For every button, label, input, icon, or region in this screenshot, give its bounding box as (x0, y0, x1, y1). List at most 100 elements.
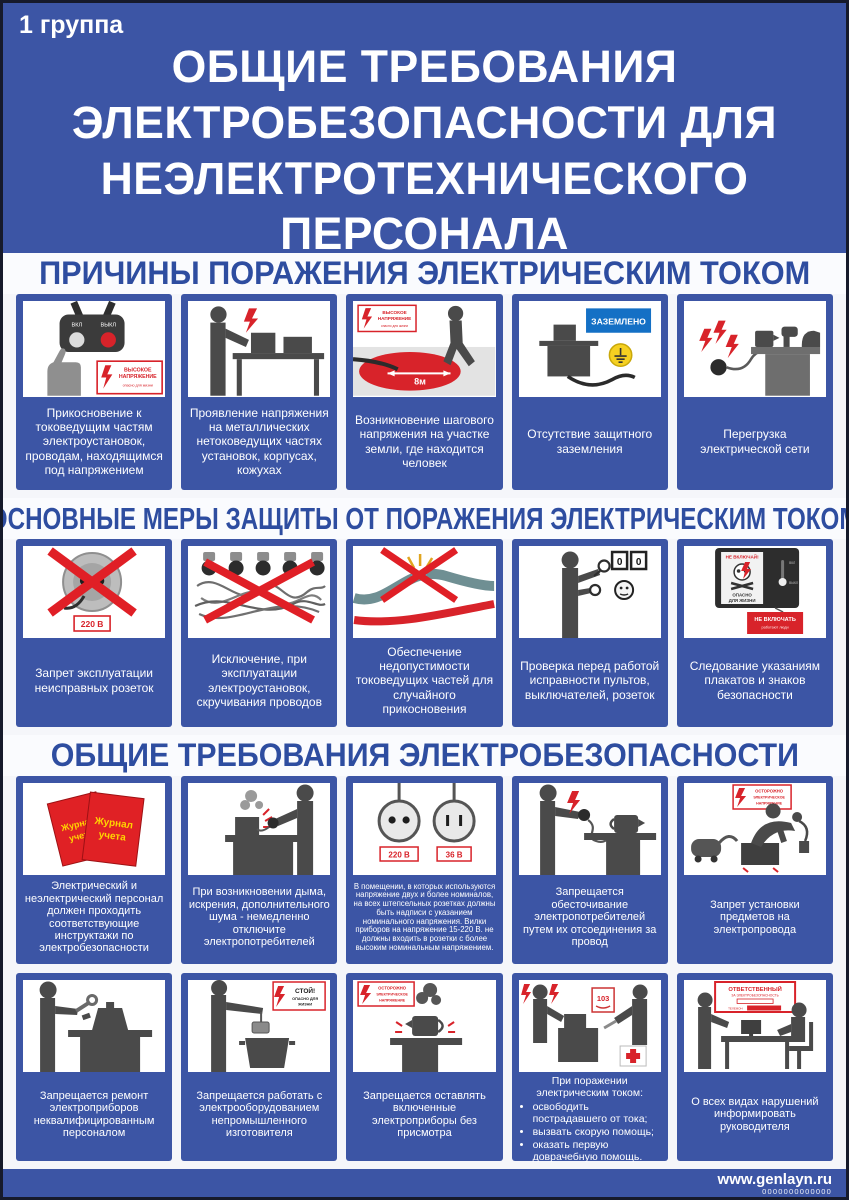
pulling-cord-icon (539, 784, 656, 875)
card-no-twisted-wires: Исключение, при эксплуатации электроуста… (181, 539, 338, 727)
section-title-causes: ПРИЧИНЫ ПОРАЖЕНИЯ ЭЛЕКТРИЧЕСКИМ ТОКОМ (3, 253, 846, 294)
website-text: www.genlayn.ru (717, 1170, 832, 1188)
card-pictogram (518, 783, 661, 875)
first-aid-step: оказать первую доврачебную помощь. (533, 1139, 661, 1163)
svg-text:ВЫСОКОЕ: ВЫСОКОЕ (124, 367, 152, 373)
card-caption: Запрет установки предметов на электропро… (710, 898, 800, 936)
card-pictogram (188, 783, 331, 875)
card-caption: Возникновение шагового напряжения на уча… (355, 413, 494, 470)
card-no-pulling-cord: Запрещается обесточивание электропотреби… (511, 776, 668, 964)
tangled-wires-icon (194, 552, 327, 624)
responsible-person-sign: ОТВЕТСТВЕННЫЙ ЗА ЭЛЕКТРОБЕЗОПАСНОСТЬ ТЕЛ… (713, 981, 796, 1013)
section-title-general: ОБЩИЕ ТРЕБОВАНИЯ ЭЛЕКТРОБЕЗОПАСНОСТИ (3, 735, 846, 776)
first-aid-step: освободить пострадавшего от тока; (533, 1101, 661, 1125)
svg-text:ВЫСОКОЕ: ВЫСОКОЕ (383, 310, 407, 315)
card-caption: Проявление напряжения на металлических н… (189, 406, 329, 477)
card-caption: В помещении, в которых используются напр… (353, 881, 496, 952)
high-voltage-sign: ВЫСОКОЕ НАПРЯЖЕНИЕ опасно для жизни (96, 360, 163, 395)
title-line: ПЕРСОНАЛА (280, 208, 569, 260)
voltage-label: 220 В (81, 619, 104, 629)
do-not-switch-tag (746, 612, 803, 634)
svg-text:0: 0 (635, 557, 641, 568)
title-line: НЕЭЛЕКТРОТЕХНИЧЕСКОГО (100, 152, 749, 204)
svg-text:НАПРЯЖЕНИЕ: НАПРЯЖЕНИЕ (119, 374, 157, 380)
switch-box-hand-icon: ВКЛ ВЫКЛ ВЫСОКОЕ НАПРЯЖЕНИЕ опасно для ж… (47, 301, 163, 396)
card-pictogram: ОТВЕТСТВЕННЫЙ ЗА ЭЛЕКТРОБЕЗОПАСНОСТЬ ТЕЛ… (683, 980, 826, 1072)
off-label: ВЫКЛ (101, 323, 117, 329)
card-no-homemade-equipment: СТОЙ! ОПАСНО ДЛЯ ЖИЗНИ Запрещается работ… (181, 973, 338, 1161)
card-caption: Электрический и неэлектрический персонал… (24, 880, 164, 955)
card-caption: Запрет эксплуатации неисправных розеток (34, 666, 154, 695)
card-voltage-on-casings: Проявление напряжения на металлических н… (181, 294, 338, 490)
card-pictogram: ЗАЗЕМЛЕНО (518, 301, 661, 397)
card-pictogram: 0 0 (518, 546, 661, 638)
card-pictogram (353, 546, 496, 638)
card-caption: Отсутствие защитного заземления (527, 427, 653, 456)
card-caption: Проверка перед работой исправности пульт… (520, 659, 660, 702)
section-protection-grid: 220 В Запрет эксплуатации неисправных ро… (3, 539, 846, 727)
distance-label: 8м (415, 377, 427, 387)
card-pictogram: Журнал учета Журнал учета (23, 783, 166, 875)
card-caption: Запрещается работать с электрооборудован… (196, 1089, 323, 1139)
first-aid-heading: При поражении электрическим током: (536, 1075, 644, 1100)
card-caption: Перегрузка электрической сети (700, 427, 810, 456)
card-pictogram (23, 980, 166, 1072)
emergency-number: 103 (596, 994, 609, 1003)
person-at-machines-icon (210, 306, 325, 396)
svg-text:ОПАСНО ДЛЯ: ОПАСНО ДЛЯ (292, 997, 318, 1001)
caution-voltage-sign: ОСТОРОЖНО ЭЛЕКТРИЧЕСКОЕ НАПРЯЖЕНИЕ (357, 981, 416, 1007)
card-network-overload: Перегрузка электрической сети (676, 294, 833, 490)
two-sockets-icon: 220 В 36 В (377, 783, 476, 862)
card-pictogram: ОСТОРОЖНО ЭЛЕКТРИЧЕСКОЕ НАПРЯЖЕНИЕ (353, 980, 496, 1072)
svg-text:ОСТОРОЖНО: ОСТОРОЖНО (755, 789, 784, 794)
voltage-36-label: 36 В (446, 851, 463, 860)
unattended-kettle-icon: ОСТОРОЖНО ЭЛЕКТРИЧЕСКОЕ НАПРЯЖЕНИЕ (357, 981, 463, 1072)
card-follow-signs: НЕ ВКЛЮЧАЙ! ОПАСНО ДЛЯ ЖИЗНИ ВКЛ ВЫКЛ НЕ… (676, 539, 833, 727)
svg-text:ЭЛЕКТРИЧЕСКОЕ: ЭЛЕКТРИЧЕСКОЕ (377, 993, 409, 997)
card-pictogram: 103 (518, 980, 661, 1072)
card-step-voltage: 8м ВЫСОКОЕ НАПРЯЖЕНИЕ опасно для жизни В… (346, 294, 503, 490)
grounded-label: ЗАЗЕМЛЕНО (591, 317, 646, 327)
first-aid-steps: освободить пострадавшего от тока; вызват… (521, 1101, 661, 1163)
svg-text:ОТВЕТСТВЕННЫЙ: ОТВЕТСТВЕННЫЙ (728, 985, 782, 993)
first-aid-step: вызвать скорую помощь; (533, 1126, 661, 1138)
grounding-icon: ЗАЗЕМЛЕНО (538, 308, 651, 387)
homemade-heater-icon: СТОЙ! ОПАСНО ДЛЯ ЖИЗНИ (211, 980, 327, 1072)
high-voltage-sign: ВЫСОКОЕ НАПРЯЖЕНИЕ опасно для жизни (357, 304, 418, 333)
card-pictogram (683, 301, 826, 397)
svg-text:опасно для жизни: опасно для жизни (123, 384, 153, 388)
card-no-accidental-touch: Обеспечение недопустимости токоведущих ч… (346, 539, 503, 727)
section-title-protection: ОСНОВНЫЕ МЕРЫ ЗАЩИТЫ ОТ ПОРАЖЕНИЯ ЭЛЕКТР… (3, 498, 846, 539)
card-socket-voltage-marking: 220 В 36 В В помещении, в которых исполь… (346, 776, 503, 964)
card-pictogram: НЕ ВКЛЮЧАЙ! ОПАСНО ДЛЯ ЖИЗНИ ВКЛ ВЫКЛ НЕ… (683, 546, 826, 638)
objects-on-wires-icon: ОСТОРОЖНО ЭЛЕКТРИЧЕСКОЕ НАПРЯЖЕНИЕ (690, 784, 809, 873)
card-pictogram (188, 546, 331, 638)
title-line: ЭЛЕКТРОБЕЗОПАСНОСТИ ДЛЯ (71, 96, 778, 148)
svg-text:НАПРЯЖЕНИЕ: НАПРЯЖЕНИЕ (378, 316, 411, 321)
svg-text:НАПРЯЖЕНИЕ: НАПРЯЖЕНИЕ (380, 999, 406, 1003)
card-faulty-sockets: 220 В Запрет эксплуатации неисправных ро… (16, 539, 173, 727)
card-no-unattended-devices: ОСТОРОЖНО ЭЛЕКТРИЧЕСКОЕ НАПРЯЖЕНИЕ Запре… (346, 973, 503, 1161)
card-touching-live-parts: ВКЛ ВЫКЛ ВЫСОКОЕ НАПРЯЖЕНИЕ опасно для ж… (16, 294, 173, 490)
smoking-device-icon (225, 784, 314, 875)
svg-text:ВЫКЛ: ВЫКЛ (789, 581, 798, 585)
card-caption: О всех видах нарушений информировать рук… (691, 1095, 819, 1133)
svg-text:ЗА ЭЛЕКТРОБЕЗОПАСНОСТЬ: ЗА ЭЛЕКТРОБЕЗОПАСНОСТЬ (731, 994, 778, 998)
svg-text:ЖИЗНИ: ЖИЗНИ (297, 1003, 312, 1007)
poster-footer: www.genlayn.ru 0000000000000 (3, 1169, 846, 1197)
svg-text:ВКЛ: ВКЛ (789, 561, 795, 565)
card-pictogram: 8м ВЫСОКОЕ НАПРЯЖЕНИЕ опасно для жизни (353, 301, 496, 397)
svg-text:ДЛЯ ЖИЗНИ: ДЛЯ ЖИЗНИ (728, 598, 755, 603)
rescue-icon: 103 (520, 984, 648, 1067)
svg-text:НЕ ВКЛЮЧАТЬ: НЕ ВКЛЮЧАТЬ (754, 617, 796, 623)
card-caption: Прикосновение к токоведущим частям элект… (25, 406, 163, 477)
stop-danger-sign: СТОЙ! ОПАСНО ДЛЯ ЖИЗНИ (272, 981, 327, 1011)
report-to-manager-icon: ОТВЕТСТВЕННЫЙ ЗА ЭЛЕКТРОБЕЗОПАСНОСТЬ ТЕЛ… (697, 981, 813, 1069)
svg-text:Журнал: Журнал (93, 816, 134, 832)
section-causes-grid: ВКЛ ВЫКЛ ВЫСОКОЕ НАПРЯЖЕНИЕ опасно для ж… (3, 294, 846, 490)
svg-text:работают люди: работают люди (761, 626, 788, 630)
card-smoke-disconnect: При возникновении дыма, искрения, дополн… (181, 776, 338, 964)
poster-title: ОБЩИЕ ТРЕБОВАНИЯ ЭЛЕКТРОБЕЗОПАСНОСТИ ДЛЯ… (7, 39, 842, 262)
repair-icon (39, 981, 153, 1072)
on-label: ВКЛ (72, 323, 83, 329)
